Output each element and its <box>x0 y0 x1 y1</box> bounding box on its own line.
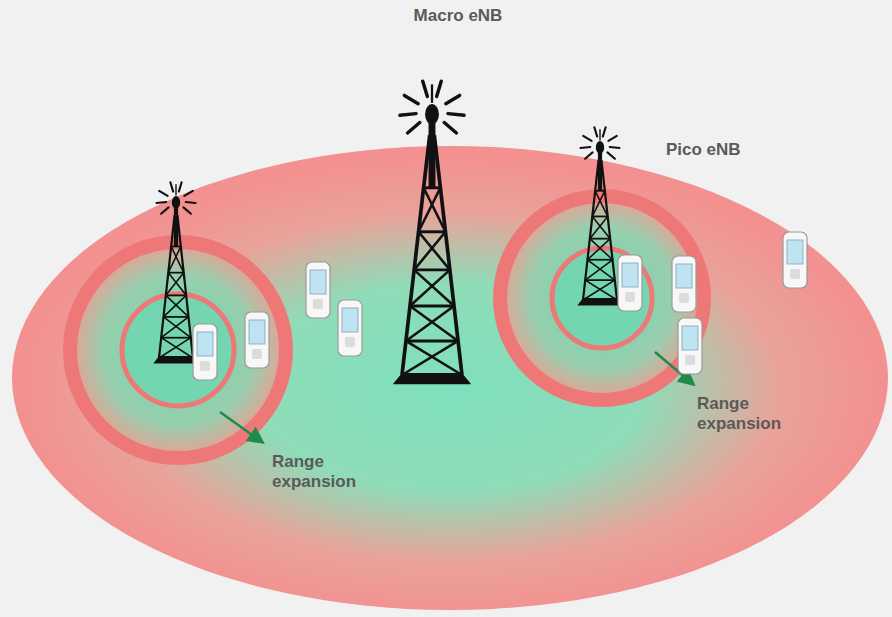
pico-cell-left <box>70 242 286 458</box>
tower <box>153 182 198 363</box>
label: Pico eNB <box>666 140 776 160</box>
user-equipment <box>783 232 807 288</box>
range-arrow <box>220 412 262 442</box>
user-equipment <box>193 324 217 380</box>
user-equipment <box>245 312 269 368</box>
user-equipment <box>306 262 330 318</box>
pico-cell-right <box>500 196 704 400</box>
macro-cell <box>12 146 888 610</box>
user-equipment <box>618 255 642 311</box>
tower <box>577 127 622 305</box>
label: Macro eNB <box>388 6 528 26</box>
tower <box>393 81 471 384</box>
user-equipment <box>678 318 702 374</box>
label: Range expansion <box>272 452 382 491</box>
label: Range expansion <box>697 394 807 433</box>
user-equipment <box>672 256 696 312</box>
user-equipment <box>338 300 362 356</box>
